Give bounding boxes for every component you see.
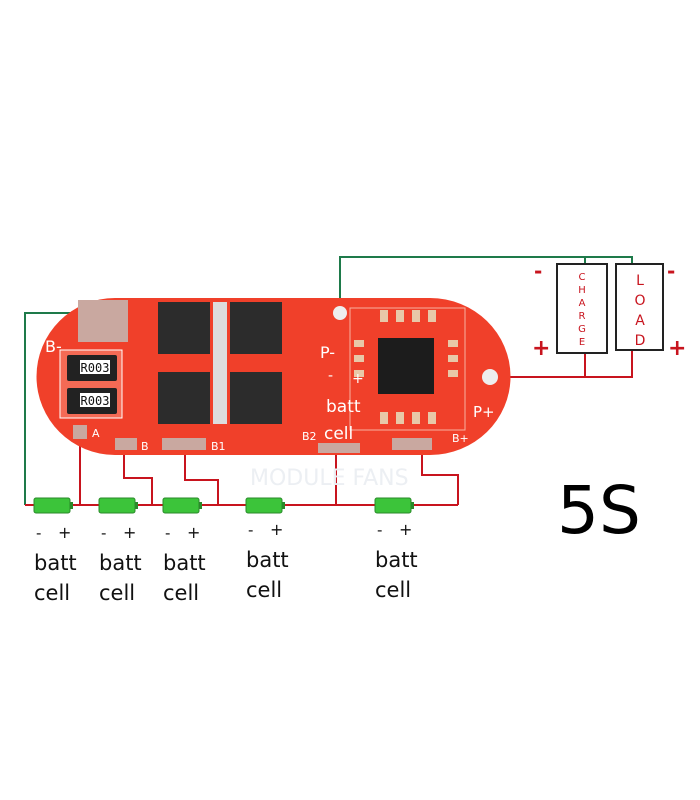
cell-label-batt: batt <box>375 548 418 572</box>
cell-label-cell: cell <box>34 581 70 605</box>
cell-minus-label: - <box>165 524 170 542</box>
battery-icon <box>98 497 136 514</box>
label-b: B <box>141 440 149 453</box>
p-minus-pad <box>333 306 347 320</box>
wire-p-plus <box>490 350 633 378</box>
battery-terminal <box>135 502 138 509</box>
battery-icon <box>33 497 71 514</box>
battery-cell: -+ batt cell <box>374 497 418 602</box>
load-box <box>615 263 664 351</box>
series-count-title: 5S <box>557 472 641 549</box>
label-batt: batt <box>326 397 361 417</box>
b1-pad <box>162 438 206 450</box>
resistor-1-label: R003 <box>81 361 110 375</box>
battery-terminal <box>282 502 285 509</box>
wire-b <box>123 448 153 505</box>
wire-p-minus <box>339 256 633 318</box>
battery-cell: -+ batt cell <box>162 497 206 605</box>
cell-label-cell: cell <box>246 578 282 602</box>
label-plus: + <box>352 371 364 387</box>
battery-cell: -+ batt cell <box>98 497 142 605</box>
cell-label-batt: batt <box>99 551 142 575</box>
battery-cell: -+ batt cell <box>245 497 289 602</box>
cell-minus-label: - <box>377 521 382 539</box>
charge-minus-sign: - <box>534 259 542 283</box>
control-ic <box>378 338 434 394</box>
cell-label-batt: batt <box>34 551 77 575</box>
b-plus-pad <box>392 438 432 450</box>
cell-plus-label: + <box>123 523 136 542</box>
cell-minus-label: - <box>36 524 41 542</box>
mosfet-4 <box>230 372 282 424</box>
label-b-plus: B+ <box>452 432 469 445</box>
battery-icon <box>162 497 200 514</box>
cell-plus-label: + <box>399 520 412 539</box>
load-minus-sign: - <box>667 259 675 283</box>
battery-icon <box>245 497 283 514</box>
cell-minus-label: - <box>248 521 253 539</box>
b-minus-pad <box>78 300 128 342</box>
cell-label-cell: cell <box>163 581 199 605</box>
battery-terminal <box>199 502 202 509</box>
wire-b-plus <box>421 448 459 505</box>
resistor-2-label: R003 <box>81 394 110 408</box>
b2-pad <box>318 443 360 453</box>
charge-plus-sign: + <box>532 336 550 361</box>
label-p-plus: P+ <box>473 403 495 421</box>
a-pad <box>73 425 87 439</box>
battery-icon <box>374 497 412 514</box>
mosfet-2 <box>230 302 282 354</box>
b-pad <box>115 438 137 450</box>
label-cell: cell <box>324 424 353 444</box>
cell-label-batt: batt <box>246 548 289 572</box>
wire-b1 <box>184 448 219 505</box>
bms-board: R003 R003 B- P- - + batt cell P+ A <box>36 298 511 455</box>
label-b2: B2 <box>302 430 317 443</box>
battery-cell: -+ batt cell <box>33 497 77 605</box>
cell-label-batt: batt <box>163 551 206 575</box>
watermark: MODULE FANS <box>250 466 409 491</box>
cell-minus-label: - <box>101 524 106 542</box>
battery-terminal <box>70 502 73 509</box>
mosfet-1 <box>158 302 210 354</box>
label-minus: - <box>328 368 333 384</box>
label-b1: B1 <box>211 440 226 453</box>
battery-terminal <box>411 502 414 509</box>
label-b-minus: B- <box>45 337 62 356</box>
label-p-minus: P- <box>320 343 335 362</box>
wire-b-minus <box>24 312 80 505</box>
cell-label-cell: cell <box>375 578 411 602</box>
charge-box <box>556 263 608 354</box>
cell-plus-label: + <box>270 520 283 539</box>
cell-label-cell: cell <box>99 581 135 605</box>
cell-plus-label: + <box>58 523 71 542</box>
load-plus-sign: + <box>668 336 686 361</box>
cell-plus-label: + <box>187 523 200 542</box>
mosfet-3 <box>158 372 210 424</box>
p-plus-pad <box>482 369 498 385</box>
label-a: A <box>92 427 100 440</box>
